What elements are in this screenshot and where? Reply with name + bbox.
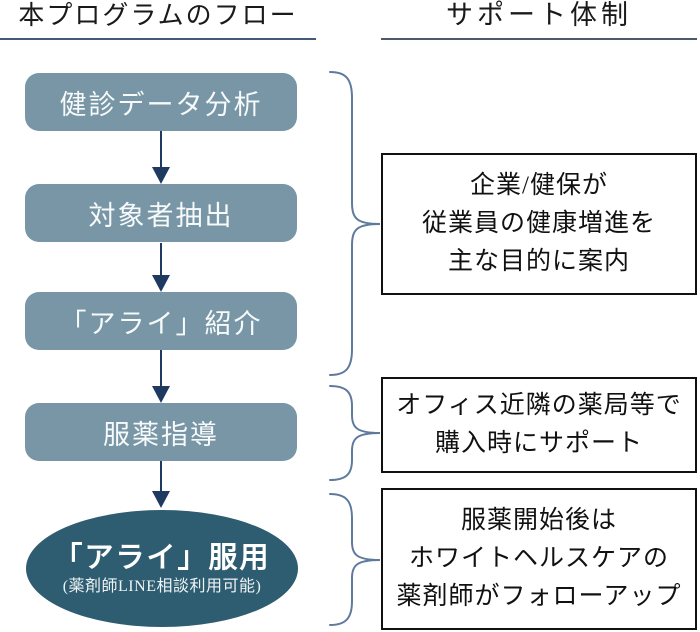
support-column-header: サポート体制	[381, 0, 697, 40]
flow-step-label: 「アライ」紹介	[59, 308, 263, 339]
final-step-label: 「アライ」服用	[53, 542, 271, 574]
note-line: 企業/健保が	[470, 172, 608, 199]
down-arrow-icon	[152, 350, 170, 403]
flow-column-title: 本プログラムのフロー	[18, 1, 298, 30]
brace-icon-group1	[329, 71, 381, 376]
down-arrow-icon	[152, 243, 170, 292]
note-line: 主な目的に案内	[447, 248, 630, 275]
brace-icon-group2	[329, 385, 381, 481]
down-arrow-icon	[152, 461, 170, 508]
note-line: オフィス近隣の薬局等で	[396, 392, 682, 419]
flow-step-guidance: 服薬指導	[25, 403, 297, 461]
flow-step-label: 対象者抽出	[88, 200, 234, 231]
flow-column-header: 本プログラムのフロー	[0, 1, 316, 40]
final-step-note: (薬剤師LINE相談利用可能)	[62, 578, 262, 595]
flow-step-analysis: 健診データ分析	[25, 73, 297, 131]
support-note-intro: 企業/健保が 従業員の健康増進を 主な目的に案内	[381, 153, 697, 295]
note-line: 購入時にサポート	[434, 430, 643, 457]
down-arrow-icon	[152, 131, 170, 184]
flow-final-step: 「アライ」服用 (薬剤師LINE相談利用可能)	[26, 510, 298, 627]
flow-step-label: 服薬指導	[103, 419, 219, 450]
note-line: 薬剤師がフォローアップ	[396, 583, 682, 610]
note-line: 従業員の健康増進を	[421, 210, 656, 237]
note-line: 服薬開始後は	[460, 507, 617, 534]
flow-step-introduction: 「アライ」紹介	[25, 292, 297, 350]
support-note-followup: 服薬開始後は ホワイトヘルスケアの 薬剤師がフォローアップ	[381, 488, 697, 630]
note-line: ホワイトヘルスケアの	[408, 545, 669, 572]
support-note-pharmacy: オフィス近隣の薬局等で 購入時にサポート	[381, 377, 697, 473]
flow-step-label: 健診データ分析	[59, 89, 263, 120]
flow-step-extraction: 対象者抽出	[25, 184, 297, 242]
brace-icon-group3	[329, 493, 381, 626]
support-column-title: サポート体制	[446, 0, 632, 30]
